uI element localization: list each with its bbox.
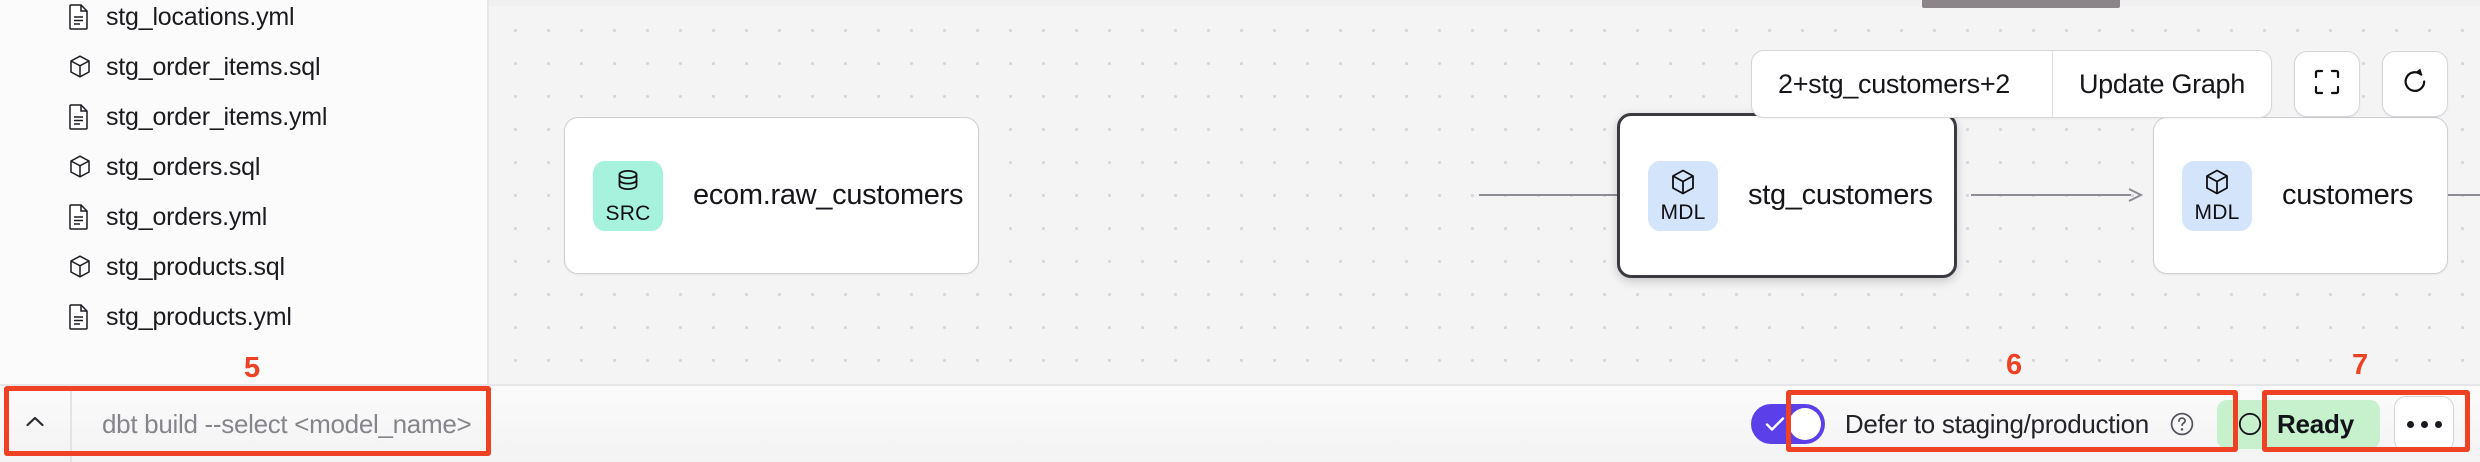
chevron-up-icon xyxy=(22,409,48,440)
graph-selector-input[interactable] xyxy=(1751,51,2052,117)
edge-stg-to-customers xyxy=(1971,188,2144,202)
lineage-graph-canvas[interactable]: SRC ecom.raw_customers MDL stg_customers… xyxy=(489,0,2480,384)
node-label: stg_customers xyxy=(1748,179,1933,211)
file-yml-icon xyxy=(68,304,90,330)
command-bar xyxy=(0,386,489,462)
fullscreen-icon xyxy=(2312,67,2342,102)
canvas-top-divider xyxy=(489,0,2480,6)
bottom-bar-right-cluster: Defer to staging/production Ready xyxy=(1750,396,2480,452)
cube-icon xyxy=(2203,168,2231,201)
file-name: stg_orders.yml xyxy=(106,202,268,231)
graph-selector-group: Update Graph xyxy=(1750,50,2272,118)
node-type-label: SRC xyxy=(605,202,651,225)
graph-node-src-ecom-raw-customers[interactable]: SRC ecom.raw_customers xyxy=(564,117,979,274)
defer-toggle-group: Defer to staging/production xyxy=(1750,404,2195,444)
graph-node-mdl-customers[interactable]: MDL customers xyxy=(2153,117,2448,274)
ellipsis-icon xyxy=(2434,420,2442,428)
active-tab-indicator xyxy=(1922,0,2120,8)
file-name: stg_order_items.yml xyxy=(106,102,328,131)
cube-icon xyxy=(1669,168,1697,201)
defer-toggle[interactable] xyxy=(1750,404,1825,444)
file-name: stg_products.yml xyxy=(106,302,292,331)
ellipsis-icon xyxy=(2406,420,2414,428)
graph-node-mdl-stg-customers[interactable]: MDL stg_customers xyxy=(1617,113,1957,278)
file-tree-item[interactable]: stg_products.sql xyxy=(0,242,487,292)
toggle-knob xyxy=(1788,408,1821,440)
overflow-menu-button[interactable] xyxy=(2394,396,2454,452)
node-type-badge-src: SRC xyxy=(593,160,663,231)
node-type-badge-mdl: MDL xyxy=(1648,160,1718,231)
status-group: Ready xyxy=(2216,396,2454,452)
file-tree-item[interactable]: stg_order_items.yml xyxy=(0,92,487,142)
file-tree-item[interactable]: stg_products.yml xyxy=(0,292,487,342)
file-tree-item[interactable]: stg_locations.yml xyxy=(0,0,487,42)
check-icon xyxy=(1765,415,1785,438)
cube-sql-icon xyxy=(68,254,90,280)
node-type-label: MDL xyxy=(1660,201,1706,224)
file-yml-icon xyxy=(68,104,90,130)
node-type-badge-mdl: MDL xyxy=(2182,160,2252,231)
file-yml-icon xyxy=(68,4,90,30)
cube-sql-icon xyxy=(68,54,90,80)
status-badge[interactable]: Ready xyxy=(2216,399,2380,449)
file-name: stg_locations.yml xyxy=(106,2,295,31)
file-tree-item[interactable]: stg_orders.sql xyxy=(0,142,487,192)
update-graph-button[interactable]: Update Graph xyxy=(2051,51,2271,117)
help-circle-icon[interactable] xyxy=(2169,411,2195,437)
edge-customers-to-sem xyxy=(2434,194,2480,196)
file-name: stg_products.sql xyxy=(106,252,285,281)
node-type-label: MDL xyxy=(2194,201,2240,224)
database-icon xyxy=(613,167,643,202)
graph-toolbar: Update Graph xyxy=(1750,50,2448,118)
cube-sql-icon xyxy=(68,154,90,180)
file-name: stg_orders.sql xyxy=(106,152,261,181)
file-yml-icon xyxy=(68,204,90,230)
circle-outline-icon xyxy=(2237,411,2263,437)
refresh-graph-button[interactable] xyxy=(2382,51,2448,117)
file-tree-sidebar: stg_locations.yml stg_order_items.sql st… xyxy=(0,0,489,384)
node-label: ecom.raw_customers xyxy=(693,179,964,211)
status-text: Ready xyxy=(2276,408,2354,439)
command-collapse-button[interactable] xyxy=(0,386,72,462)
refresh-icon xyxy=(2400,67,2430,102)
fullscreen-button[interactable] xyxy=(2294,51,2360,117)
defer-label: Defer to staging/production xyxy=(1844,408,2149,439)
command-input[interactable] xyxy=(72,407,489,441)
node-label: customers xyxy=(2282,179,2414,211)
ellipsis-icon xyxy=(2420,420,2428,428)
file-tree-item[interactable]: stg_order_items.sql xyxy=(0,42,487,92)
bottom-status-bar: Defer to staging/production Ready xyxy=(0,384,2480,462)
file-tree-item[interactable]: stg_orders.yml xyxy=(0,192,487,242)
file-name: stg_order_items.sql xyxy=(106,52,321,81)
